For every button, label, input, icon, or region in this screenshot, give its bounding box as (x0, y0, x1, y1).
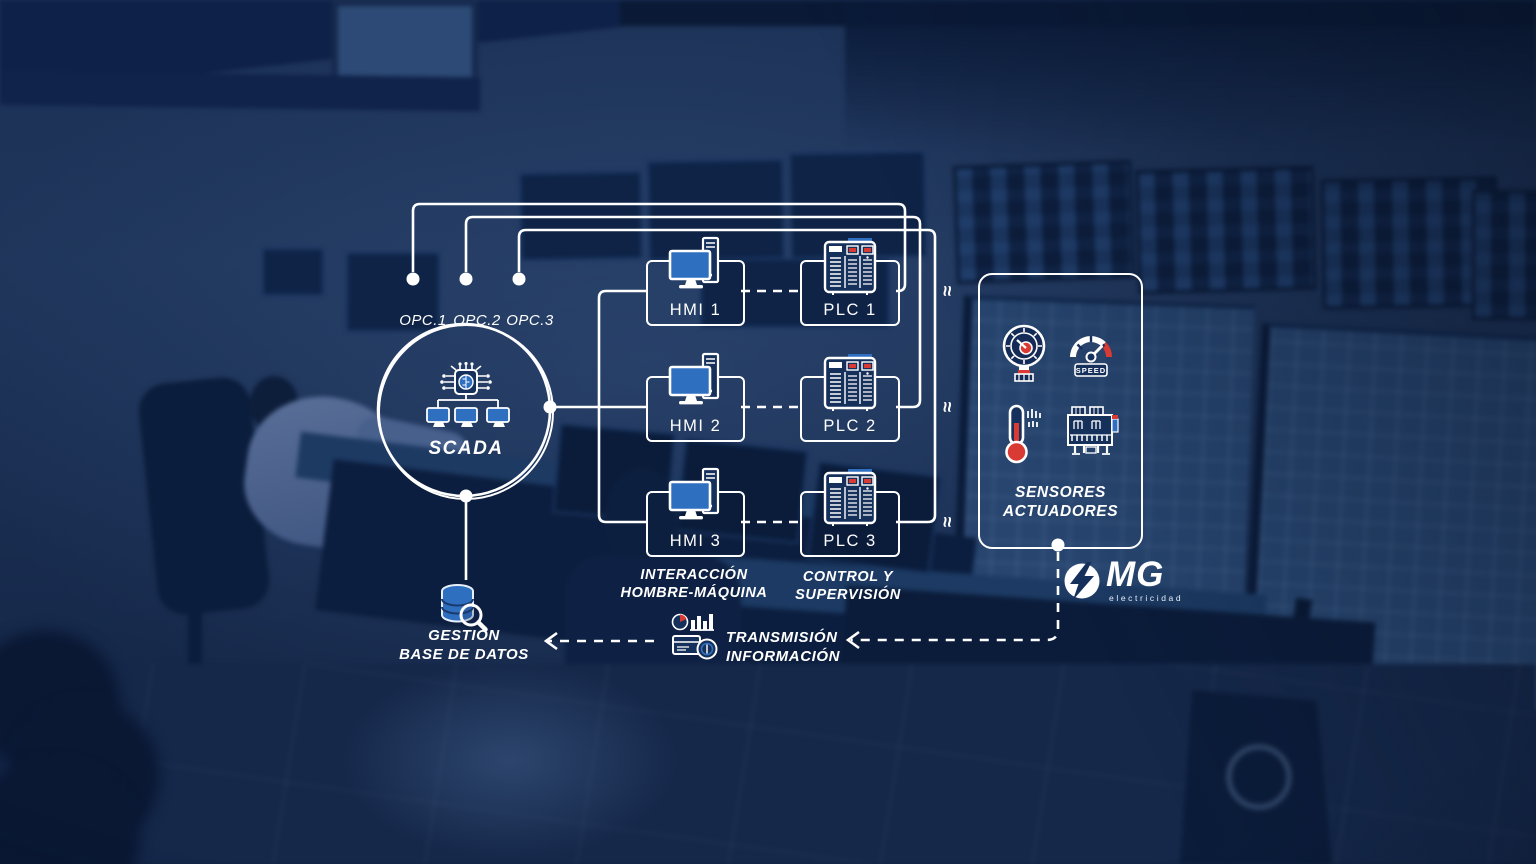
plc-1-node: PLC 1 (800, 238, 900, 326)
hmi-column-caption: INTERACCIÓN HOMBRE-MÁQUINA (620, 567, 768, 601)
wireless-link-symbol: ≈ (936, 401, 958, 413)
brand-name: MG (1106, 555, 1165, 594)
hmi-2-node: HMI 2 (646, 352, 745, 442)
plc-icon (823, 354, 877, 411)
brand-logo: MG electricidad (1062, 555, 1242, 611)
hmi-3-node: HMI 3 (646, 467, 745, 557)
plc-3-node: PLC 3 (800, 469, 900, 557)
data-flow-dashed-wires (548, 552, 1060, 643)
wireless-link-symbol: ≈ (936, 516, 958, 528)
hmi-computer-icon (668, 467, 719, 520)
thermometer-icon (1005, 404, 1041, 464)
speed-label: SPEED (1076, 366, 1106, 375)
hmi-computer-icon (668, 352, 719, 405)
sensors-actuators-node: SPEED SENSORES ACTUADORES (978, 273, 1143, 549)
data-transmission-icon (671, 613, 718, 660)
wireless-link-symbol: ≈ (936, 285, 958, 297)
database-caption: GESTIÓN BASE DE DATOS (399, 627, 529, 663)
plc-1-label: PLC 1 (823, 301, 877, 319)
brand-tagline: electricidad (1109, 593, 1184, 603)
opc2-wire (464, 215, 922, 409)
opc-node-3: OPC.3 (506, 312, 554, 329)
hmi-plc-dashed-wires (741, 289, 800, 524)
sensors-actuators-label: SENSORES ACTUADORES (1002, 484, 1119, 520)
plc-icon (823, 469, 877, 526)
hmi-computer-icon (668, 236, 719, 289)
speedometer-icon: SPEED (1070, 336, 1112, 377)
pressure-gauge-icon (1002, 324, 1046, 382)
opc-node-1: OPC.1 (399, 312, 447, 329)
hmi-2-label: HMI 2 (669, 417, 722, 435)
hmi-1-node: HMI 1 (646, 236, 745, 326)
opc1-wire (411, 202, 907, 293)
scada-icon (426, 362, 510, 427)
arrowhead-to-database (543, 631, 558, 651)
plc-2-label: PLC 2 (823, 417, 877, 435)
scada-node: SCADA (378, 324, 554, 500)
transmission-caption: TRANSMISIÓN INFORMACIÓN (726, 629, 841, 665)
plc-column-caption: CONTROL Y SUPERVISIÓN (795, 569, 901, 603)
hmi-bus-wire (597, 289, 646, 524)
plc-2-node: PLC 2 (800, 354, 900, 442)
database-search-icon (441, 584, 488, 632)
plc-3-label: PLC 3 (823, 532, 877, 550)
arrowhead-to-transmission (845, 630, 860, 650)
lightning-bolt-icon (1064, 562, 1100, 600)
hmi-1-label: HMI 1 (669, 301, 722, 319)
plc-icon (823, 238, 877, 295)
actuator-motor-icon (1067, 406, 1119, 455)
hmi-3-label: HMI 3 (669, 532, 722, 550)
opc3-wire (517, 228, 937, 524)
scada-label: SCADA (428, 438, 504, 459)
